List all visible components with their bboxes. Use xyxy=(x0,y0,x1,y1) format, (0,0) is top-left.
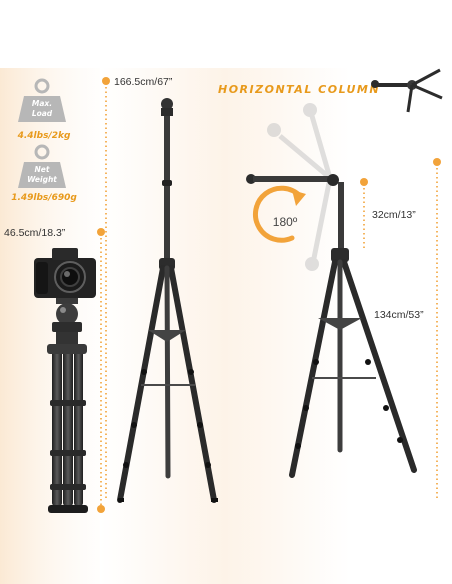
net-weight-badge-line2: Weight xyxy=(27,175,57,184)
camera-icon xyxy=(34,248,96,298)
weight-icon xyxy=(18,144,66,188)
horizontal-height-label: 134cm/53” xyxy=(374,309,424,321)
horizontal-column-title: HORIZONTAL COLUMN xyxy=(218,83,380,96)
net-weight-badge: Net Weight xyxy=(18,144,66,188)
horizontal-height-marker-top xyxy=(433,158,441,166)
horizontal-arm xyxy=(246,174,344,252)
compact-height-label: 46.5cm/18.3” xyxy=(4,227,66,239)
compact-tripod-with-camera xyxy=(34,248,96,513)
max-load-badge: Max. Load xyxy=(18,78,66,122)
horizontal-column-inset-icon xyxy=(371,68,443,113)
max-load-badge-line1: Max. xyxy=(32,99,52,108)
net-weight-badge-line1: Net xyxy=(35,165,50,174)
rotation-angle-label: 180º xyxy=(273,215,298,229)
max-load-value: 4.4lbs/2kg xyxy=(17,131,71,141)
max-load-badge-line2: Load xyxy=(32,109,53,118)
compact-height-marker-bottom xyxy=(97,505,105,513)
net-weight-value: 1.49lbs/690g xyxy=(11,193,77,203)
center-panel-bg xyxy=(100,68,350,584)
compact-height-marker-top xyxy=(97,228,105,236)
column-length-label: 32cm/13” xyxy=(372,209,416,221)
column-length-marker-top xyxy=(360,178,368,186)
tall-tripod xyxy=(117,98,218,503)
weight-icon xyxy=(18,78,66,122)
max-height-label: 166.5cm/67” xyxy=(114,76,173,88)
rotation-arrow-icon xyxy=(253,185,306,243)
rotation-ghost-arms xyxy=(267,103,333,271)
max-height-marker-top xyxy=(102,77,110,85)
horizontal-tripod xyxy=(289,248,417,478)
